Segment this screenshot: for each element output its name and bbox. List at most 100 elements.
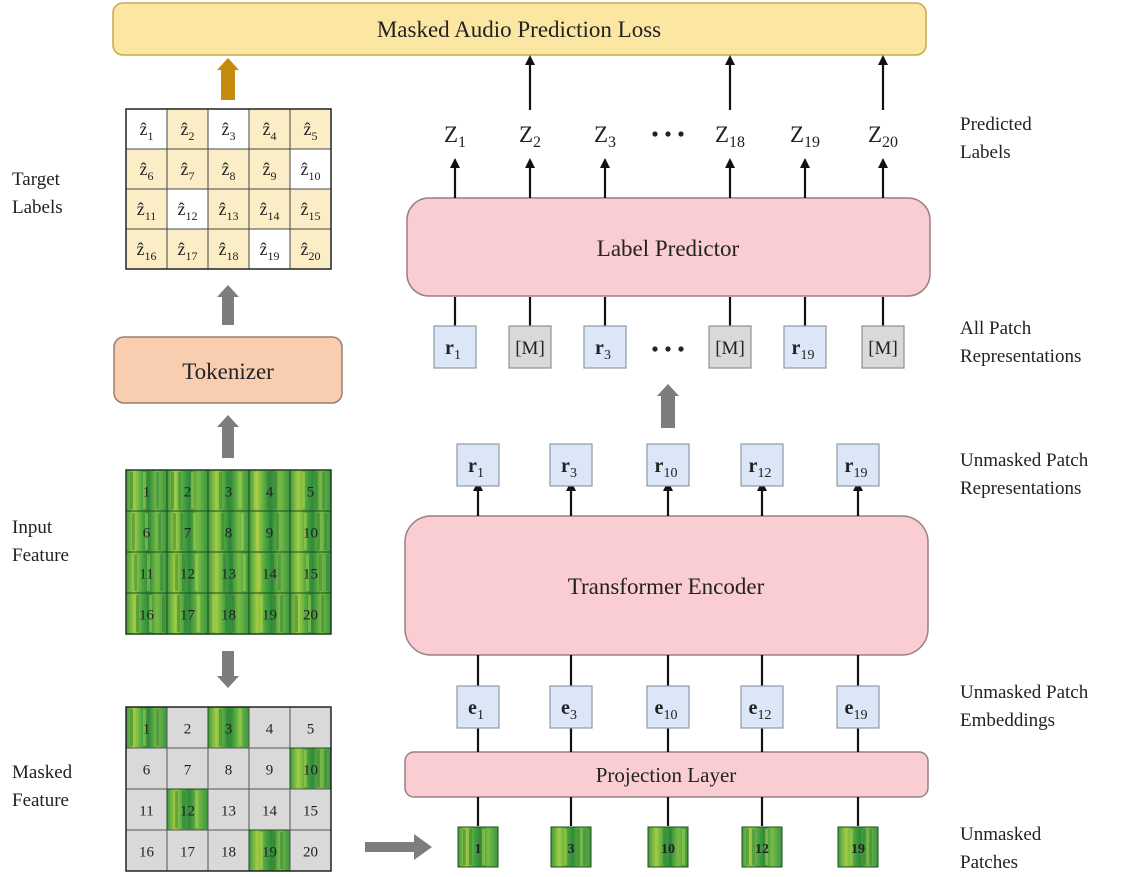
gray-up-arrow	[217, 415, 239, 458]
target-cell-label: ẑ6	[140, 159, 154, 183]
masked-grid-visible-cell: 3	[207, 706, 250, 749]
predicted-label: Z1	[444, 122, 466, 151]
masked-grid-visible-cell: 10	[289, 747, 332, 790]
patch-representation: r1	[433, 325, 477, 369]
side-label-unmasked-rep: Unmasked Patch Representations	[960, 450, 1089, 499]
ellipsis	[652, 346, 684, 352]
input-cell: 7	[166, 510, 209, 553]
patch-embedding: e10	[646, 685, 690, 729]
representation-label: r12	[749, 455, 772, 481]
svg-text:Representations: Representations	[960, 478, 1081, 499]
cell-number: 17	[180, 845, 196, 861]
target-cell: ẑ6	[125, 148, 168, 190]
input-cell: 2	[166, 469, 209, 512]
masked-grid-hidden-cell: 5	[289, 706, 332, 749]
representation-label: r3	[595, 337, 611, 363]
patch-number: 10	[661, 842, 675, 857]
target-cell-label: ẑ20	[301, 239, 321, 263]
target-cell: ẑ19	[248, 228, 291, 270]
side-label-target: Target Labels	[12, 169, 63, 218]
masked-grid-hidden-cell: 14	[248, 788, 291, 831]
svg-text:Predicted: Predicted	[960, 114, 1032, 135]
unmasked-representation: r1	[456, 443, 500, 487]
mask-token: [M]	[708, 325, 752, 369]
side-label-input: Input Feature	[12, 517, 69, 566]
svg-text:Labels: Labels	[12, 197, 63, 218]
mask-token-label: [M]	[515, 338, 545, 359]
projection-layer-label: Projection Layer	[596, 763, 737, 787]
target-cell-label: ẑ4	[263, 119, 277, 143]
patch-representation: r3	[583, 325, 627, 369]
cell-number: 5	[307, 722, 315, 738]
embedding-label: e1	[468, 697, 484, 723]
cell-number: 15	[303, 804, 318, 820]
masked-grid-hidden-cell: 2	[166, 706, 209, 749]
unmasked-patch: 3	[550, 826, 592, 868]
masked-grid-hidden-cell: 11	[125, 788, 168, 831]
target-cell: ẑ14	[248, 188, 291, 230]
embedding-label: e19	[845, 697, 868, 723]
svg-text:Labels: Labels	[960, 142, 1011, 163]
masked-grid-hidden-cell: 20	[289, 829, 332, 872]
masked-grid-hidden-cell: 17	[166, 829, 209, 872]
svg-text:Patches: Patches	[960, 852, 1018, 873]
side-label-all-patch: All Patch Representations	[960, 318, 1081, 367]
masked-grid-hidden-cell: 15	[289, 788, 332, 831]
mask-token: [M]	[508, 325, 552, 369]
cell-number: 18	[221, 608, 236, 624]
target-cell: ẑ9	[248, 148, 291, 190]
cell-number: 6	[143, 526, 151, 542]
cell-number: 1	[143, 485, 151, 501]
svg-text:Unmasked Patch: Unmasked Patch	[960, 682, 1089, 703]
patch-embedding: e12	[740, 685, 784, 729]
representation-label: r19	[845, 455, 868, 481]
input-cell: 11	[125, 551, 168, 594]
target-cell-label: ẑ8	[222, 159, 236, 183]
predicted-label: Z3	[594, 122, 616, 151]
input-cell: 10	[289, 510, 332, 553]
loss-box: Masked Audio Prediction Loss	[112, 2, 927, 56]
patch-embedding: e3	[549, 685, 593, 729]
target-cell: ẑ10	[289, 148, 332, 190]
cell-number: 1	[143, 722, 151, 738]
target-cell: ẑ1	[125, 108, 168, 150]
target-cell-label: ẑ5	[304, 119, 318, 143]
unmasked-representation: r12	[740, 443, 784, 487]
cell-number: 7	[184, 763, 192, 779]
target-cell-label: ẑ7	[181, 159, 195, 183]
loss-label: Masked Audio Prediction Loss	[377, 17, 661, 42]
cell-number: 12	[180, 567, 195, 583]
label-predictor-box: Label Predictor	[406, 197, 931, 297]
input-cell: 3	[207, 469, 250, 512]
svg-text:Input: Input	[12, 517, 53, 538]
target-cell: ẑ13	[207, 188, 250, 230]
cell-number: 15	[303, 567, 318, 583]
input-grid-border	[125, 469, 332, 635]
masked-grid-hidden-cell: 4	[248, 706, 291, 749]
target-cell: ẑ20	[289, 228, 332, 270]
cell-number: 14	[262, 804, 278, 820]
masked-grid-visible-cell: 12	[166, 788, 209, 831]
input-cell: 1	[125, 469, 168, 512]
patch-embedding: e19	[836, 685, 880, 729]
cell-number: 17	[180, 608, 196, 624]
masked-grid-visible-cell: 1	[125, 706, 168, 749]
unmasked-patch: 1	[457, 826, 499, 868]
gray-up-arrow	[217, 285, 239, 325]
target-cell-label: ẑ18	[219, 239, 239, 263]
unmasked-patch: 10	[647, 826, 689, 868]
target-cell-label: ẑ17	[178, 239, 198, 263]
input-cell: 14	[248, 551, 291, 594]
target-cell-label: ẑ9	[263, 159, 277, 183]
cell-number: 20	[303, 608, 318, 624]
side-label-masked: Masked Feature	[12, 762, 73, 811]
input-cell: 20	[289, 592, 332, 635]
embedding-label: e10	[655, 697, 678, 723]
target-cell-label: ẑ13	[219, 199, 239, 223]
